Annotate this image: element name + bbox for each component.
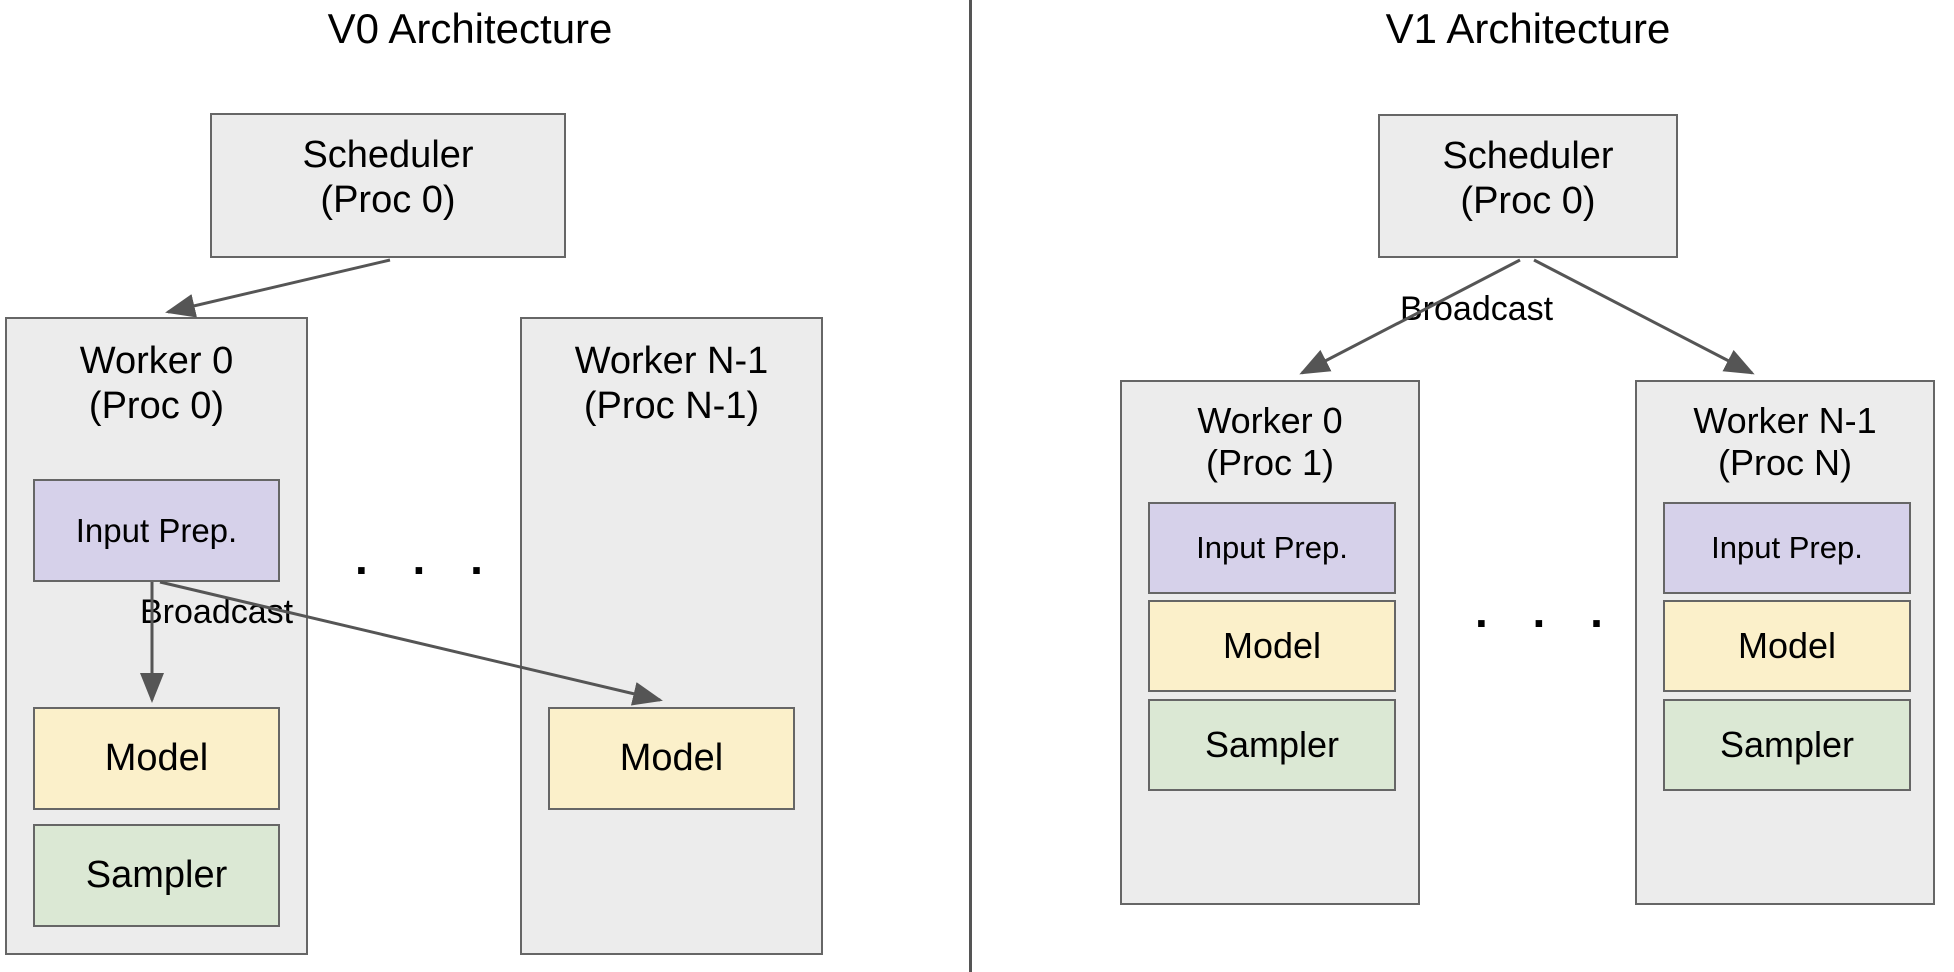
- v1-worker-n-1-input-prep[interactable]: Input Prep.: [1663, 502, 1911, 594]
- v1-scheduler-line2: (Proc 0): [1460, 180, 1596, 222]
- v0-worker-0-input-prep[interactable]: Input Prep.: [33, 479, 280, 582]
- v0-worker-n-1-line1: Worker N-1: [574, 340, 769, 382]
- v0-scheduler-box[interactable]: Scheduler (Proc 0): [210, 113, 566, 258]
- v1-panel-title: V1 Architecture: [1385, 5, 1671, 52]
- v0-worker-0-line2: (Proc 0): [88, 385, 225, 427]
- v1-worker-n-1-box[interactable]: Worker N-1 (Proc N) Input Prep. Model Sa…: [1635, 380, 1935, 905]
- v1-worker-n-1-model[interactable]: Model: [1663, 600, 1911, 692]
- v0-worker-0-model-label: Model: [104, 737, 209, 779]
- v1-worker-n-1-sampler[interactable]: Sampler: [1663, 699, 1911, 791]
- v0-worker-n-1-model[interactable]: Model: [548, 707, 795, 810]
- v1-worker-0-sampler[interactable]: Sampler: [1148, 699, 1396, 791]
- v1-worker-0-sampler-label: Sampler: [1204, 724, 1340, 765]
- v1-scheduler-box[interactable]: Scheduler (Proc 0): [1378, 114, 1678, 258]
- v1-broadcast-label: Broadcast: [1400, 290, 1554, 328]
- v1-worker-n-1-input-prep-label: Input Prep.: [1711, 530, 1863, 565]
- v1-worker-0-model[interactable]: Model: [1148, 600, 1396, 692]
- v1-worker-0-input-prep[interactable]: Input Prep.: [1148, 502, 1396, 594]
- v0-broadcast-label: Broadcast: [140, 593, 294, 631]
- v0-worker-0-line1: Worker 0: [79, 340, 234, 382]
- v0-worker-n-1-box[interactable]: Worker N-1 (Proc N-1) Model: [520, 317, 823, 955]
- v1-worker-0-box[interactable]: Worker 0 (Proc 1) Input Prep. Model Samp…: [1120, 380, 1420, 905]
- v1-scheduler-line1: Scheduler: [1442, 135, 1614, 177]
- v1-worker-0-model-label: Model: [1222, 625, 1322, 666]
- v0-worker-0-sampler-label: Sampler: [85, 854, 228, 896]
- panel-divider: [969, 0, 972, 972]
- v1-worker-n-1-line2: (Proc N): [1718, 442, 1852, 483]
- v1-arrow-scheduler-to-worker-n-1: [1533, 258, 1755, 375]
- v1-worker-n-1-line1: Worker N-1: [1693, 400, 1877, 441]
- v1-worker-n-1-model-label: Model: [1737, 625, 1837, 666]
- v0-worker-0-box[interactable]: Worker 0 (Proc 0) Input Prep. Model Samp…: [5, 317, 308, 955]
- v1-worker-0-line2: (Proc 1): [1205, 442, 1335, 483]
- v0-worker-n-1-model-label: Model: [619, 737, 724, 779]
- v0-panel-title: V0 Architecture: [327, 5, 613, 52]
- v0-arrow-scheduler-to-worker0: [165, 258, 391, 318]
- v0-ellipsis: . . .: [355, 532, 499, 584]
- v0-worker-0-sampler[interactable]: Sampler: [33, 824, 280, 927]
- v1-ellipsis: . . .: [1475, 585, 1619, 637]
- v0-scheduler-line2: (Proc 0): [320, 179, 456, 221]
- v0-worker-0-model[interactable]: Model: [33, 707, 280, 810]
- v1-worker-n-1-sampler-label: Sampler: [1719, 724, 1855, 765]
- v0-worker-0-input-prep-label: Input Prep.: [75, 511, 238, 549]
- v1-worker-0-input-prep-label: Input Prep.: [1196, 530, 1348, 565]
- v1-worker-0-line1: Worker 0: [1197, 400, 1343, 441]
- v0-worker-n-1-line2: (Proc N-1): [583, 385, 760, 427]
- v0-scheduler-line1: Scheduler: [302, 134, 474, 176]
